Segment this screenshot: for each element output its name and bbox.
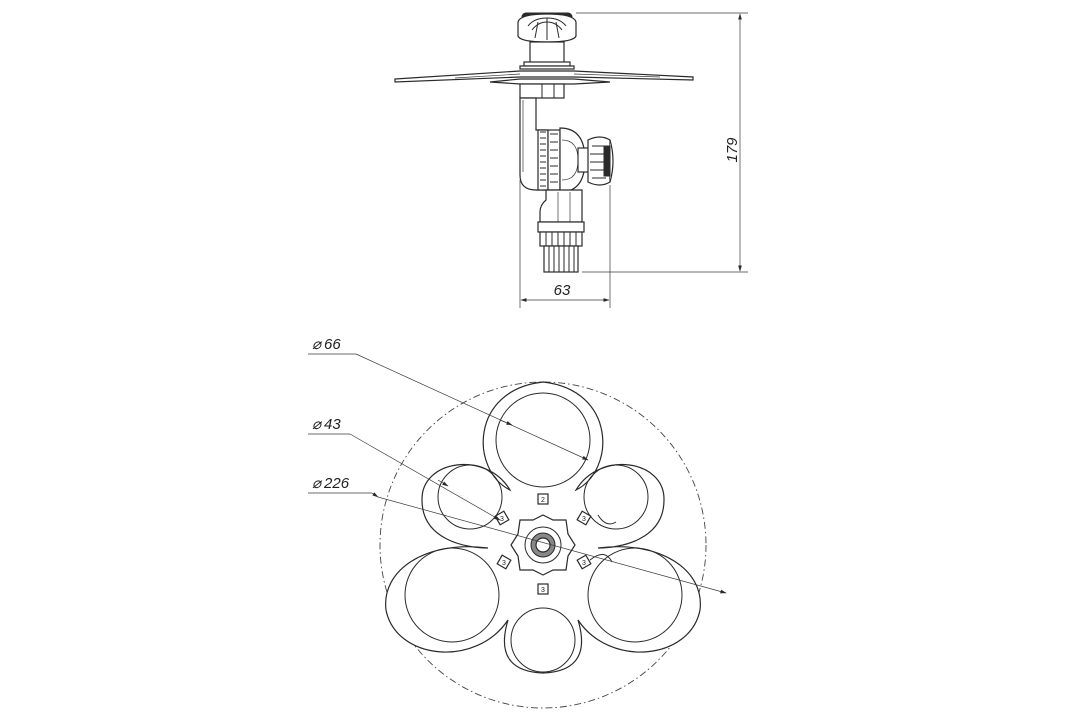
nozzle-mark: 3 <box>537 583 549 595</box>
nozzle-mark: 3 <box>576 510 592 526</box>
side-knob <box>587 136 614 186</box>
ball-joint <box>537 127 591 193</box>
nozzle-mark-label: 3 <box>582 560 586 567</box>
floating-disk <box>394 70 694 85</box>
top-cap <box>517 12 577 43</box>
dimension-overall: ⌀226 <box>308 475 727 594</box>
small-opening-bottom <box>510 607 576 673</box>
threaded-connector <box>539 231 583 273</box>
small-opening-right <box>583 464 649 530</box>
stem <box>529 41 565 65</box>
center-hub <box>510 514 576 576</box>
nozzle-mark: 3 <box>496 554 512 570</box>
dimension-large-opening: ⌀66 <box>308 336 589 461</box>
nozzle-mark: 2 <box>537 493 549 505</box>
nozzle-mark-label: 3 <box>582 516 586 523</box>
height-dimension-label: 179 <box>724 137 741 163</box>
small-opening-left <box>437 464 503 530</box>
lower-body <box>539 189 583 223</box>
nozzle-mark-label: 2 <box>541 497 545 504</box>
dimension-small-opening: ⌀43 <box>308 416 501 521</box>
nozzle-mark-label: 3 <box>502 560 506 567</box>
nozzle-mark: 3 <box>494 510 510 526</box>
large-opening-top <box>495 392 591 488</box>
width-dimension-label: 63 <box>554 282 571 299</box>
large-opening-right <box>587 547 683 643</box>
dimension-large-opening-label: ⌀66 <box>312 336 341 353</box>
side-view <box>394 12 694 273</box>
width-dimension: 63 <box>519 180 611 308</box>
outer-diameter-circle <box>379 381 707 709</box>
top-view: 2 3 3 3 3 3 <box>379 381 707 709</box>
large-opening-left <box>404 547 500 643</box>
nozzle-mark-label: 3 <box>500 516 504 523</box>
nozzle-mark: 3 <box>576 554 592 570</box>
dimension-overall-label: ⌀226 <box>312 475 350 492</box>
height-dimension: 179 <box>576 12 748 273</box>
nozzle-mark-label: 3 <box>541 587 545 594</box>
dimension-small-opening-label: ⌀43 <box>312 416 341 433</box>
